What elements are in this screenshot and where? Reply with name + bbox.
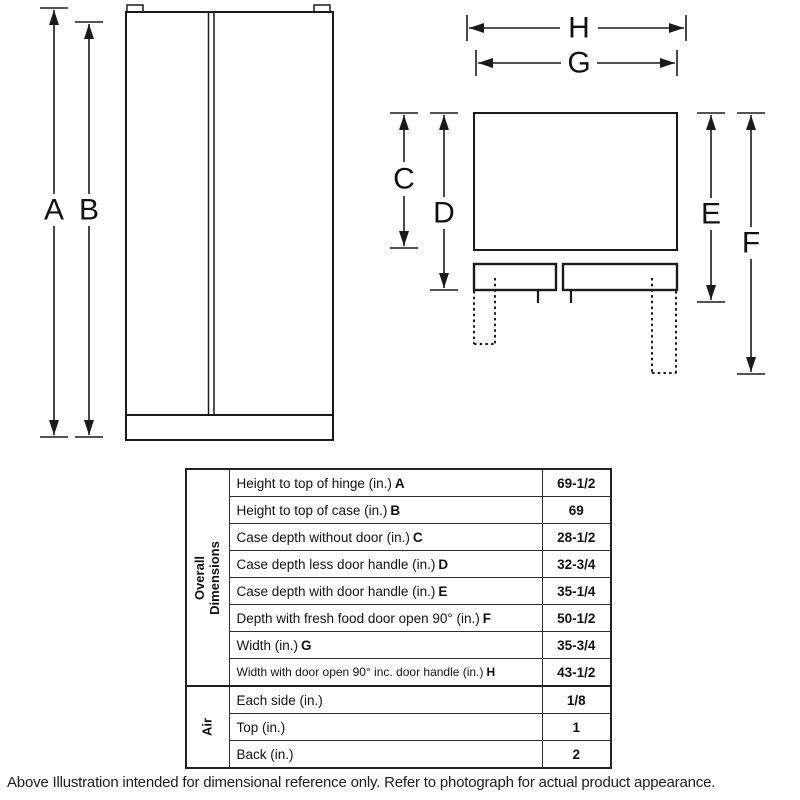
table-row: Top (in.) 1 [186,713,612,741]
table-row: Case depth without door (in.)C 28-1/2 [186,523,612,551]
row-value: 1 [541,713,612,741]
group-label-overall-dimensions: Overall Dimensions [191,540,222,615]
row-label: Width (in.)G [228,631,543,659]
row-value: 43-1/2 [541,658,612,687]
door-right-outline [561,262,679,292]
dim-label-b: B [79,194,99,227]
row-value: 32-3/4 [541,550,612,578]
row-label: Case depth with door handle (in.)E [228,577,543,605]
row-value: 35-1/4 [541,577,612,605]
dim-label-a: A [44,194,64,227]
row-value: 50-1/2 [541,604,612,632]
dim-b [75,21,103,438]
row-label: Depth with fresh food door open 90° (in.… [228,604,543,632]
group-cell-air: Air [185,685,230,769]
dimension-diagram: A B [40,4,765,441]
disclaimer-caption: Above Illustration intended for dimensio… [7,774,716,791]
row-value: 35-3/4 [541,631,612,659]
row-label: Height to top of hinge (in.)A [228,468,543,497]
dim-a [40,7,68,438]
row-value: 1/8 [541,685,612,714]
row-label: Case depth without door (in.)C [228,523,543,551]
dim-g [475,50,678,76]
table-row: Height to top of case (in.)B 69 [186,496,612,524]
row-label: Each side (in.) [228,685,543,714]
row-label: Height to top of case (in.)B [228,496,543,524]
front-view [125,4,334,441]
dim-label-f: F [742,227,760,260]
table-row: Overall Dimensions Height to top of hing… [185,468,612,687]
group-label-air: Air [199,717,215,737]
dim-label-h: H [568,12,590,45]
row-value: 28-1/2 [541,523,612,551]
door-left-outline [472,262,558,292]
table-row: Case depth with door handle (in.)E 35-1/… [186,577,612,605]
dim-h [466,15,687,41]
table-row: Air Each side (in.) 1/8 [185,685,612,769]
row-value: 2 [541,740,612,769]
group-cell-overall-dimensions: Overall Dimensions [185,468,230,687]
table-row: Case depth less door handle (in.)D 32-3/… [186,550,612,578]
row-label: Top (in.) [228,713,543,741]
dim-label-d: D [433,197,455,230]
handle-right-dashed [651,278,677,374]
fridge-body [125,11,334,441]
table-row: Width with door open 90° inc. door handl… [186,658,612,687]
dim-label-g: G [567,47,590,80]
top-view [472,112,679,374]
table-row: Depth with fresh food door open 90° (in.… [186,604,612,632]
table-row: Width (in.)G 35-3/4 [186,631,612,659]
dimensions-table: Overall Dimensions Height to top of hing… [185,468,612,769]
fridge-hinge-right [313,4,331,13]
dim-f [737,112,765,375]
dim-d [430,112,458,291]
row-value: 69 [541,496,612,524]
row-value: 69-1/2 [541,468,612,497]
fridge-hinge-left [126,4,144,13]
dim-c [390,112,418,249]
row-label: Width with door open 90° inc. door handl… [228,658,543,687]
dim-label-c: C [393,163,415,196]
handle-left-dashed [473,278,496,345]
table-row: Back (in.) 2 [186,740,612,769]
dim-label-e: E [701,198,721,231]
row-label: Case depth less door handle (in.)D [228,550,543,578]
case-outline [473,112,678,251]
dim-e [697,112,725,303]
row-label: Back (in.) [228,740,543,769]
